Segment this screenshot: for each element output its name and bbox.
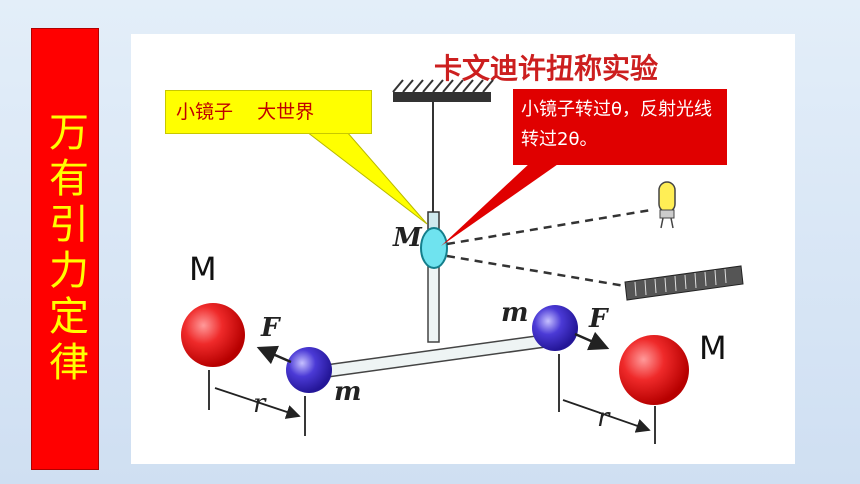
callout-red-pointer: [441, 162, 561, 246]
callout-yellow-pointer: [305, 131, 428, 225]
side-title-bar: 万有引力定律: [31, 28, 99, 470]
reflected-ray: [446, 254, 626, 288]
distance-marker-right: [558, 354, 656, 444]
mirror-label: M: [392, 223, 423, 253]
big-mass-right: [619, 335, 689, 405]
force-left-label: F: [260, 313, 281, 343]
small-mass-right-label: m: [501, 298, 529, 328]
force-right-label: F: [588, 304, 609, 334]
big-mass-left: [181, 303, 245, 367]
incident-ray: [446, 208, 652, 246]
callout-yellow: 小镜子 大世界: [165, 90, 372, 134]
big-mass-left-label: M: [189, 250, 217, 288]
small-mass-right: [532, 305, 578, 351]
distance-right-label: r: [597, 403, 611, 433]
small-mass-left: [286, 347, 332, 393]
torsion-balance-diagram: 卡文迪许扭称实验 M: [181, 52, 744, 444]
big-mass-right-label: M: [699, 329, 727, 367]
mirror-icon: [420, 227, 448, 269]
distance-marker-left: [208, 370, 306, 436]
ceiling-support: [392, 79, 494, 102]
side-title-text: 万有引力定律: [42, 111, 88, 387]
force-arrow-right: [574, 331, 610, 351]
force-arrow-left: [256, 345, 292, 365]
callout-red: 小镜子转过θ，反射光线转过2θ。: [513, 89, 727, 165]
small-mass-left-label: m: [334, 377, 362, 407]
diagram-heading: 卡文迪许扭称实验: [434, 52, 658, 85]
lamp-icon: [658, 181, 676, 229]
scale-ruler: [624, 265, 744, 301]
distance-left-label: r: [253, 389, 267, 419]
